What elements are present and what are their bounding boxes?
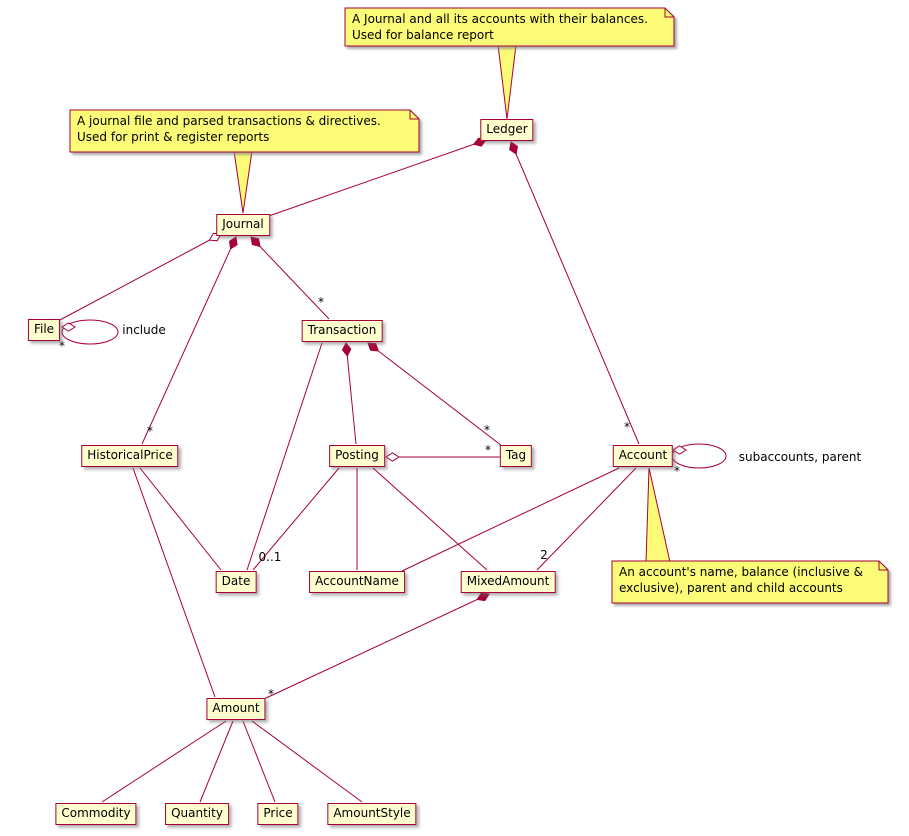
note-line: exclusive), parent and child accounts [619, 581, 843, 595]
association-edge-account-mixedamount [536, 467, 637, 571]
association-edge-mixedamount-amount [263, 593, 490, 700]
note-body-journal-note [69, 109, 420, 153]
association-edge-historicalprice-date [139, 467, 222, 571]
composition-diamond-transaction-tag [367, 342, 380, 352]
class-node-file: File [27, 319, 61, 341]
multiplicity-label-ledger-account: * [624, 420, 630, 434]
class-node-quantity: Quantity [165, 803, 229, 825]
class-node-journal: Journal [216, 214, 270, 236]
association-label-file-include: * [59, 339, 65, 353]
association-label-account-subaccounts: * [674, 464, 680, 478]
note-fold-corner-ledger-note [664, 8, 674, 18]
class-node-transaction: Transaction [301, 320, 383, 342]
composition-diamond-journal-historicalprice [228, 236, 238, 250]
class-node-commodity: Commodity [55, 803, 137, 825]
note-fold-corner-account-note [878, 561, 888, 571]
multiplicity-label-journal-transaction: * [318, 295, 324, 309]
class-node-date: Date [215, 571, 257, 593]
note-body-ledger-note [344, 7, 675, 47]
association-edge-transaction-tag [367, 342, 503, 447]
class-node-price: Price [257, 803, 299, 825]
class-node-mixedamount: MixedAmount [460, 571, 556, 593]
note-text-ledger-note: A Journal and all its accounts with thei… [352, 11, 648, 43]
note-text-journal-note: A journal file and parsed transactions &… [77, 113, 381, 145]
association-edge-journal-historicalprice [141, 236, 237, 445]
class-node-tag: Tag [499, 445, 533, 467]
association-edge-journal-transaction [250, 236, 330, 320]
class-node-posting: Posting [329, 445, 385, 467]
self-loop-file-include [61, 319, 119, 345]
association-label-file-include: include [122, 323, 166, 337]
composition-diamond-transaction-posting [341, 342, 352, 357]
note-line: A Journal and all its accounts with thei… [352, 12, 648, 26]
composition-diamond-mixedamount-amount [476, 592, 490, 602]
composition-diamond-ledger-account [509, 141, 518, 155]
association-edge-transaction-posting [345, 342, 357, 445]
class-node-account: Account [612, 445, 674, 467]
note-tail-ledger-note [497, 44, 517, 120]
note-text-account-note: An account's name, balance (inclusive & e… [619, 564, 863, 596]
association-edge-amount-quantity [199, 720, 234, 803]
association-edge-posting-mixedamount [372, 467, 488, 571]
note-tail-account-note [645, 467, 671, 563]
aggregation-diamond-posting-tag [385, 452, 400, 462]
note-line: Used for balance report [352, 28, 494, 42]
multiplicity-label-journal-historicalprice: * [147, 424, 153, 438]
association-edge-account-accountname [401, 467, 620, 572]
association-edge-historicalprice-amount [132, 467, 216, 698]
association-edge-amount-commodity [101, 720, 227, 803]
multiplicity-label-transaction-tag: * [484, 423, 490, 437]
class-node-amount: Amount [206, 698, 266, 720]
association-edge-journal-file [57, 233, 222, 322]
association-edge-ledger-journal [265, 139, 487, 218]
note-line: A journal file and parsed transactions &… [77, 114, 381, 128]
multiplicity-label-posting-tag: * [485, 443, 491, 457]
aggregation-diamond-file-include [61, 322, 76, 332]
multiplicity-label-posting-date: 0..1 [258, 550, 282, 564]
note-line: Used for print & register reports [77, 130, 270, 144]
note-tail-journal-note [233, 150, 253, 214]
aggregation-diamond-account-subaccounts [672, 445, 687, 455]
association-edge-ledger-account [510, 141, 640, 445]
composition-diamond-journal-transaction [250, 236, 261, 248]
class-node-accountname: AccountName [309, 571, 405, 593]
association-edge-posting-date [252, 467, 340, 571]
note-line: An account's name, balance (inclusive & [619, 565, 863, 579]
class-node-historicalprice: HistoricalPrice [81, 445, 179, 467]
note-fold-corner-journal-note [409, 110, 419, 120]
multiplicity-label-account-mixedamount: 2 [540, 548, 548, 562]
multiplicity-label-mixedamount-amount: * [268, 687, 274, 701]
association-label-account-subaccounts: subaccounts, parent [738, 450, 862, 464]
note-body-account-note [611, 560, 889, 604]
association-edge-amount-price [242, 720, 276, 803]
class-node-ledger: Ledger [480, 119, 534, 141]
class-node-amountstyle: AmountStyle [327, 803, 417, 825]
association-edge-transaction-date [246, 342, 323, 571]
association-edge-amount-amountstyle [251, 720, 363, 803]
